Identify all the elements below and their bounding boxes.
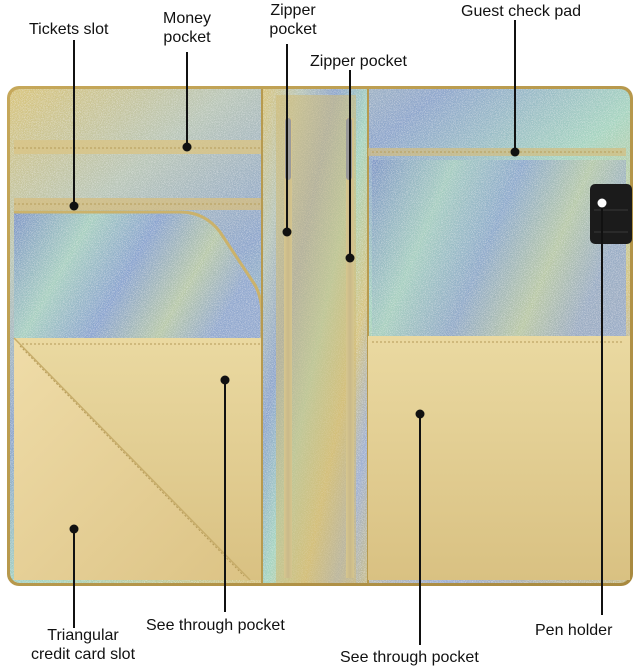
label-money-pocket-line2: pocket bbox=[163, 29, 211, 46]
label-pen-holder: Pen holder bbox=[535, 621, 612, 640]
label-money-pocket: Money pocket bbox=[151, 9, 223, 47]
leader-lines bbox=[73, 20, 603, 645]
label-zipper-pocket-left-line2: pocket bbox=[269, 21, 317, 38]
label-zipper-pocket-right-text: Zipper pocket bbox=[310, 53, 407, 70]
label-triangular-slot-line2: credit card slot bbox=[30, 646, 136, 663]
label-pen-holder-text: Pen holder bbox=[535, 622, 613, 639]
label-see-through-right: See through pocket bbox=[340, 648, 479, 667]
label-see-through-left: See through pocket bbox=[146, 616, 285, 635]
label-zipper-pocket-left: Zipper pocket bbox=[257, 1, 329, 39]
label-guest-check-pad-text: Guest check pad bbox=[461, 3, 582, 20]
see-through-pocket-right bbox=[368, 336, 630, 580]
left-card-panel bbox=[14, 212, 262, 340]
label-money-pocket-line1: Money bbox=[162, 10, 212, 27]
label-see-through-right-text: See through pocket bbox=[340, 649, 479, 666]
zipper-track-left bbox=[284, 118, 292, 578]
money-pocket bbox=[14, 140, 262, 154]
anchor-dots bbox=[69, 142, 607, 534]
label-zipper-pocket-right: Zipper pocket bbox=[310, 52, 407, 71]
zipper-track-right bbox=[346, 118, 354, 578]
label-tickets-slot-text: Tickets slot bbox=[29, 21, 109, 38]
label-tickets-slot: Tickets slot bbox=[29, 20, 108, 39]
label-triangular-slot-line1: Triangular bbox=[47, 627, 119, 644]
pen-holder bbox=[590, 184, 632, 244]
label-zipper-pocket-left-line1: Zipper bbox=[270, 2, 316, 19]
label-guest-check-pad: Guest check pad bbox=[461, 2, 581, 21]
label-triangular-slot: Triangular credit card slot bbox=[8, 626, 158, 664]
label-see-through-left-text: See through pocket bbox=[146, 617, 285, 634]
